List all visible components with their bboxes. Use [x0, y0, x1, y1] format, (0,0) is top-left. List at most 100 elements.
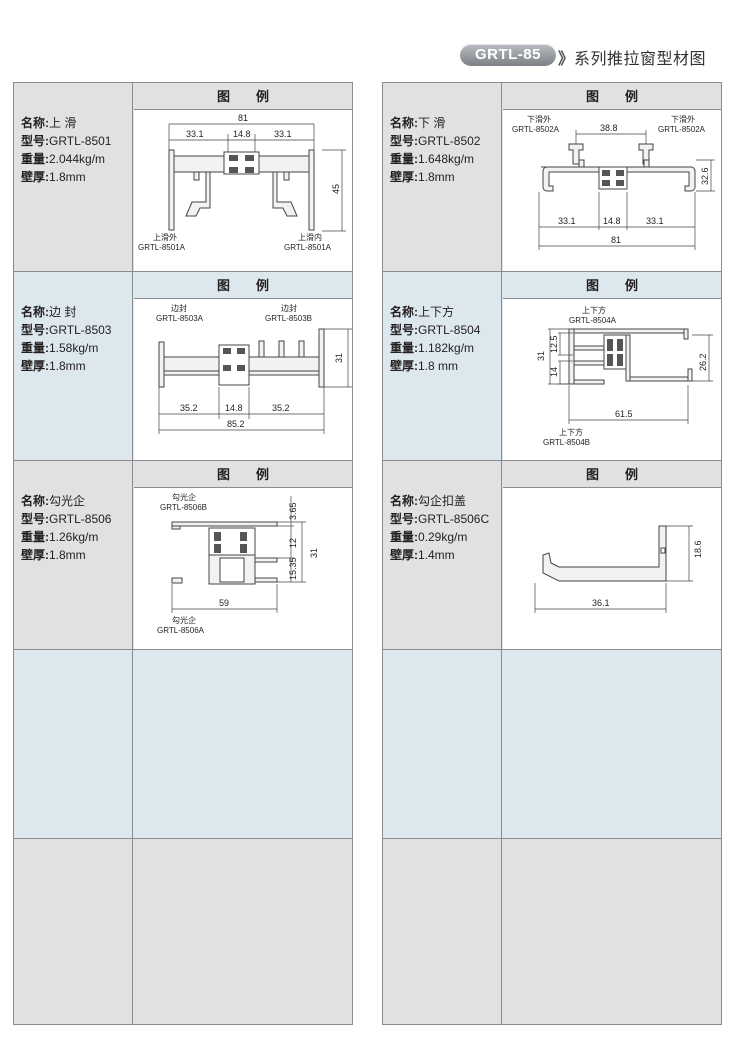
empty-row [383, 839, 721, 1024]
figure-heading: 图例 [503, 461, 721, 488]
svg-text:GRTL-8501A: GRTL-8501A [138, 243, 186, 252]
profile-weight: 1.26kg/m [49, 530, 99, 544]
profile-thickness: 1.8mm [49, 548, 86, 562]
figure-cell: 图例 下滑外 GRTL-8502A 下滑外 GRTL-8502A 38.8 [503, 83, 721, 271]
profile-info: 名称:边 封 型号:GRTL-8503 重量:1.58kg/m 壁厚:1.8mm [14, 272, 133, 460]
profile-thickness: 1.8 mm [418, 359, 459, 373]
profile-name: 上下方 [418, 305, 455, 319]
profile-model: GRTL-8501 [49, 134, 112, 148]
svg-text:14.8: 14.8 [233, 129, 251, 139]
profile-thickness: 1.8mm [418, 170, 455, 184]
profile-row-8501: 名称:上 滑 型号:GRTL-8501 重量:2.044kg/m 壁厚:1.8m… [14, 83, 352, 272]
figure-cell: 图例 81 33.1 14.8 [134, 83, 352, 271]
empty-row [383, 650, 721, 839]
svg-text:边封: 边封 [281, 303, 297, 313]
svg-text:GRTL-8506B: GRTL-8506B [160, 503, 207, 512]
svg-text:33.1: 33.1 [186, 129, 204, 139]
svg-text:81: 81 [238, 113, 248, 123]
svg-text:59: 59 [219, 598, 229, 608]
profile-info: 名称:勾企扣盖 型号:GRTL-8506C 重量:0.29kg/m 壁厚:1.4… [383, 461, 502, 649]
svg-text:35.2: 35.2 [180, 403, 198, 413]
profile-thickness: 1.8mm [49, 170, 86, 184]
svg-text:18.6: 18.6 [693, 540, 703, 558]
svg-text:下滑外: 下滑外 [527, 114, 551, 124]
profile-row-8503: 名称:边 封 型号:GRTL-8503 重量:1.58kg/m 壁厚:1.8mm… [14, 272, 352, 461]
profile-weight: 1.58kg/m [49, 341, 99, 355]
profile-info: 名称:上 滑 型号:GRTL-8501 重量:2.044kg/m 壁厚:1.8m… [14, 83, 133, 271]
profile-drawing-8506c: 18.6 36.1 [503, 488, 721, 649]
profile-weight: 1.182kg/m [418, 341, 475, 355]
figure-heading: 图例 [503, 272, 721, 299]
profile-model: GRTL-8503 [49, 323, 112, 337]
svg-text:GRTL-8503B: GRTL-8503B [265, 314, 312, 323]
svg-text:36.1: 36.1 [592, 598, 610, 608]
svg-text:81: 81 [611, 235, 621, 245]
profile-name: 勾光企 [49, 494, 86, 508]
svg-text:上滑外: 上滑外 [153, 232, 177, 242]
profile-thickness: 1.8mm [49, 359, 86, 373]
svg-text:26.2: 26.2 [698, 353, 708, 371]
page-header: GRTL-85 》 系列推拉窗型材图 [460, 44, 730, 68]
svg-text:15.35: 15.35 [288, 557, 298, 580]
svg-text:45: 45 [331, 184, 341, 194]
profile-name: 上 滑 [49, 116, 77, 130]
profile-drawing-8502: 下滑外 GRTL-8502A 下滑外 GRTL-8502A 38.8 [503, 110, 721, 271]
svg-text:边封: 边封 [171, 303, 187, 313]
svg-text:14.8: 14.8 [225, 403, 243, 413]
svg-text:GRTL-8503A: GRTL-8503A [156, 314, 204, 323]
left-panel: 名称:上 滑 型号:GRTL-8501 重量:2.044kg/m 壁厚:1.8m… [13, 82, 353, 1025]
profile-weight: 2.044kg/m [49, 152, 106, 166]
profile-weight: 0.29kg/m [418, 530, 468, 544]
svg-text:14: 14 [549, 367, 559, 377]
empty-info-cell [383, 650, 502, 838]
profile-name: 边 封 [49, 305, 77, 319]
empty-row [14, 839, 352, 1024]
profile-info: 名称:勾光企 型号:GRTL-8506 重量:1.26kg/m 壁厚:1.8mm [14, 461, 133, 649]
profile-model: GRTL-8506C [418, 512, 490, 526]
svg-text:下滑外: 下滑外 [671, 114, 695, 124]
empty-row [14, 650, 352, 839]
svg-text:31: 31 [309, 548, 319, 558]
profile-info: 名称:上下方 型号:GRTL-8504 重量:1.182kg/m 壁厚:1.8 … [383, 272, 502, 460]
svg-text:GRTL-8506A: GRTL-8506A [157, 626, 205, 635]
profile-row-8502: 名称:下 滑 型号:GRTL-8502 重量:1.648kg/m 壁厚:1.8m… [383, 83, 721, 272]
profile-name: 勾企扣盖 [418, 494, 467, 508]
svg-text:勾光企: 勾光企 [172, 492, 196, 502]
figure-heading: 图例 [503, 83, 721, 110]
page-title: 系列推拉窗型材图 [574, 51, 707, 68]
profile-row-8504: 名称:上下方 型号:GRTL-8504 重量:1.182kg/m 壁厚:1.8 … [383, 272, 721, 461]
svg-text:14.8: 14.8 [603, 216, 621, 226]
series-badge: GRTL-85 [460, 44, 556, 66]
svg-text:上下方: 上下方 [582, 305, 606, 315]
svg-text:12: 12 [288, 538, 298, 548]
figure-cell: 图例 边封 GRTL-8503A 边封 GRTL-8503B [134, 272, 352, 460]
figure-cell: 图例 勾光企 GRTL-8506B [134, 461, 352, 649]
svg-text:GRTL-8502A: GRTL-8502A [512, 125, 560, 134]
svg-text:GRTL-8504B: GRTL-8504B [543, 438, 590, 447]
profile-drawing-8506: 勾光企 GRTL-8506B [134, 488, 352, 649]
profile-drawing-8504: 上下方 GRTL-8504A [503, 299, 721, 460]
profile-row-8506c: 名称:勾企扣盖 型号:GRTL-8506C 重量:0.29kg/m 壁厚:1.4… [383, 461, 721, 650]
profile-model: GRTL-8506 [49, 512, 112, 526]
empty-info-cell [383, 839, 502, 1024]
svg-text:上下方: 上下方 [559, 427, 583, 437]
figure-heading: 图例 [134, 83, 352, 110]
profile-row-8506: 名称:勾光企 型号:GRTL-8506 重量:1.26kg/m 壁厚:1.8mm… [14, 461, 352, 650]
profile-weight: 1.648kg/m [418, 152, 475, 166]
svg-text:85.2: 85.2 [227, 419, 245, 429]
profile-info: 名称:下 滑 型号:GRTL-8502 重量:1.648kg/m 壁厚:1.8m… [383, 83, 502, 271]
svg-text:勾光企: 勾光企 [172, 615, 196, 625]
profile-model: GRTL-8502 [418, 134, 481, 148]
svg-text:33.1: 33.1 [558, 216, 576, 226]
svg-text:12.5: 12.5 [549, 335, 559, 353]
empty-info-cell [14, 839, 133, 1024]
profile-drawing-8501: 81 33.1 14.8 33.1 45 [134, 110, 352, 271]
svg-text:38.8: 38.8 [600, 123, 618, 133]
figure-heading: 图例 [134, 272, 352, 299]
svg-text:31: 31 [536, 351, 546, 361]
right-panel: 名称:下 滑 型号:GRTL-8502 重量:1.648kg/m 壁厚:1.8m… [382, 82, 722, 1025]
svg-text:33.1: 33.1 [274, 129, 292, 139]
profile-drawing-8503: 边封 GRTL-8503A 边封 GRTL-8503B [134, 299, 352, 460]
svg-text:上滑内: 上滑内 [298, 232, 322, 242]
svg-text:32.6: 32.6 [700, 167, 710, 185]
